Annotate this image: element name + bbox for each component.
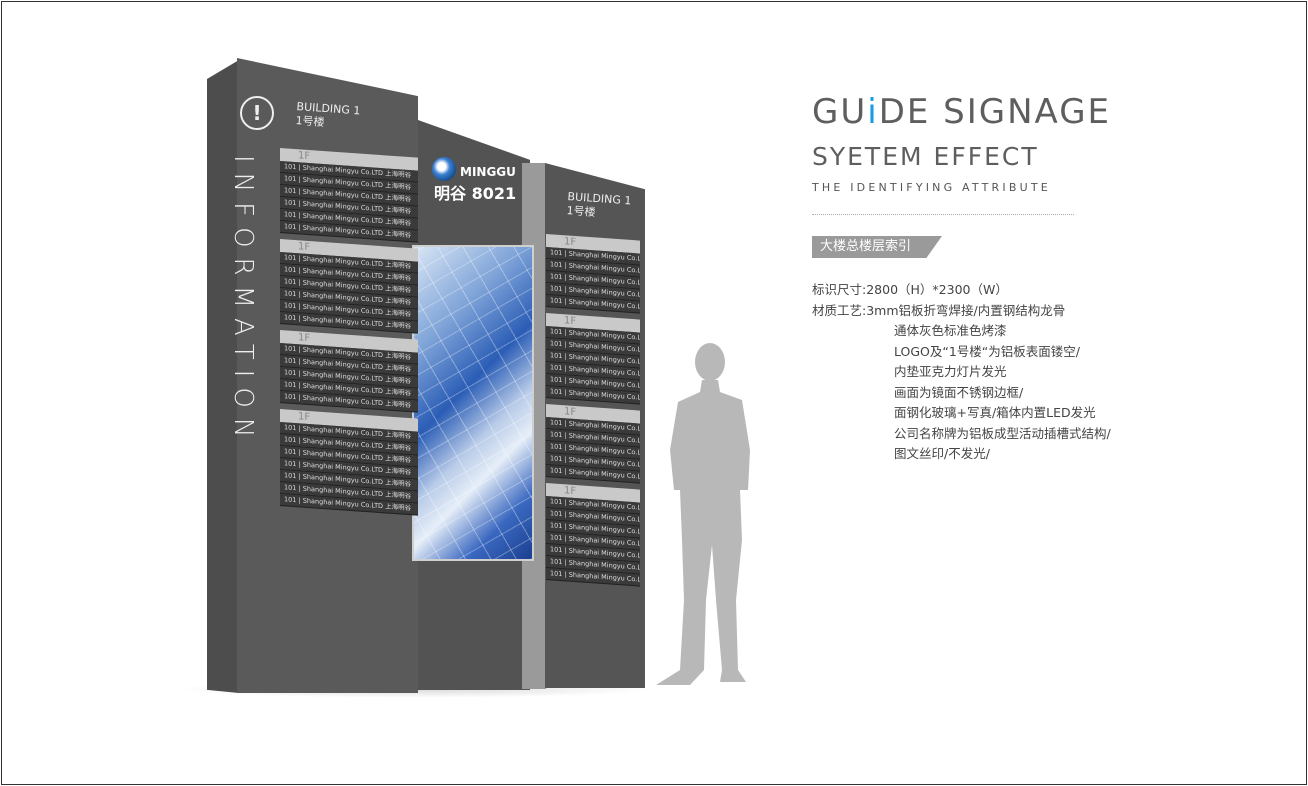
dotted-divider <box>812 214 1074 215</box>
spec-size: 标识尺寸:2800（H）*2300（W） <box>812 282 1008 297</box>
logo-globe-icon <box>432 157 456 181</box>
page-title: GUiDE SIGNAGE <box>812 92 1111 132</box>
spec-block: 标识尺寸:2800（H）*2300（W） 材质工艺:3mm铝板折弯焊接/内置钢结… <box>812 280 1111 465</box>
spec-material: 材质工艺:3mm铝板折弯焊接/内置钢结构龙骨 <box>812 302 1066 318</box>
page-subtitle: SYETEM EFFECT <box>812 142 1039 171</box>
sign-side-face <box>207 60 239 693</box>
info-icon: ! <box>240 96 274 130</box>
spec-material: 图文丝印/不发光/ <box>894 446 990 461</box>
page-tagline: THE IDENTIFYING ATTRIBUTE <box>812 181 1051 194</box>
section-tag: 大楼总楼层索引 <box>812 236 942 258</box>
logo-cn: 明谷 8021 <box>434 184 517 203</box>
information-vertical-text: INFORMATION <box>228 155 258 448</box>
title-part-2: DE SIGNAGE <box>878 92 1112 132</box>
spec-material: 通体灰色标准色烤漆 <box>894 323 1007 338</box>
logo-name: MINGGU <box>460 165 516 179</box>
spec-material: 内垫亚克力灯片发光 <box>894 364 1007 379</box>
spec-material: 公司名称牌为铝板成型活动插槽式结构/ <box>894 425 1111 441</box>
building-photo <box>412 245 534 561</box>
spec-material: 画面为镜面不锈钢边框/ <box>894 384 1024 400</box>
person-silhouette-icon <box>656 343 750 685</box>
left-building-label: BUILDING 1 1号楼 <box>295 100 361 132</box>
title-part-1: GU <box>812 92 868 132</box>
spec-material: 面钢化玻璃+写真/箱体内置LED发光 <box>894 405 1096 420</box>
right-building-label: BUILDING 1 1号楼 <box>566 190 632 222</box>
spec-material: LOGO及“1号楼“为铝板表面镂空/ <box>894 343 1080 359</box>
title-accent-i: i <box>867 92 879 132</box>
